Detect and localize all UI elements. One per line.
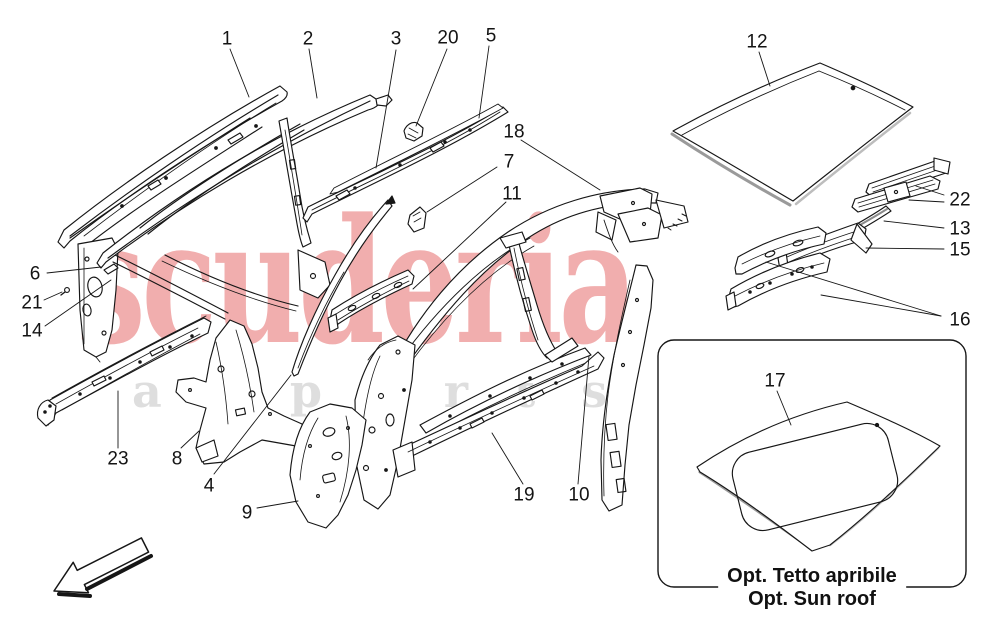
leader-line-19	[491, 432, 524, 485]
part-label-18[interactable]: 18	[503, 122, 524, 143]
part-label-23[interactable]: 23	[107, 449, 128, 470]
leader-line-10	[577, 355, 590, 485]
part-label-16[interactable]: 16	[949, 310, 970, 331]
part-7-bracket	[407, 206, 427, 233]
leader-line-15	[865, 247, 945, 250]
part-19-outer-sill	[392, 351, 605, 478]
leader-line-16	[765, 261, 942, 317]
part-1-body-side-frame-outer	[57, 85, 288, 363]
part-23-inner-sill	[36, 315, 212, 427]
leader-line-14	[44, 279, 112, 327]
watermark-sub-left: a	[132, 364, 162, 418]
part-22-roof-bows	[851, 157, 951, 213]
part-9-quarter-panel	[289, 403, 367, 529]
part-2-body-side-frame-inner	[96, 94, 393, 312]
leader-line-22	[915, 185, 945, 196]
part-label-5[interactable]: 5	[486, 26, 497, 47]
part-label-21[interactable]: 21	[21, 293, 42, 314]
sunroof-caption-line1: Opt. Tetto apribile	[718, 565, 906, 588]
part-label-7[interactable]: 7	[504, 152, 515, 173]
leader-line-3	[375, 49, 397, 169]
part-label-11[interactable]: 11	[502, 184, 522, 205]
part-16-cross-members	[725, 226, 831, 311]
part-label-1[interactable]: 1	[222, 29, 233, 50]
part-6-clip	[103, 263, 119, 275]
part-label-3[interactable]: 3	[391, 29, 402, 50]
part-5-windscreen-side-rail	[329, 103, 504, 195]
leader-line-1	[229, 48, 250, 98]
part-18-body-side-frame-middle	[354, 187, 689, 510]
leader-line-5	[478, 45, 490, 119]
part-label-20[interactable]: 20	[437, 28, 458, 49]
leader-line-21	[43, 291, 63, 301]
leader-line-8	[180, 430, 200, 449]
part-label-17[interactable]: 17	[764, 371, 785, 392]
part-label-19[interactable]: 19	[513, 485, 534, 506]
sunroof-caption-line2: Opt. Sun roof	[748, 588, 876, 610]
part-label-14[interactable]: 14	[21, 321, 43, 342]
part-17-sunroof-panel	[696, 401, 941, 552]
sunroof-caption: Opt. Tetto apribile Opt. Sun roof	[718, 565, 906, 611]
part-label-6[interactable]: 6	[30, 264, 41, 285]
part-10-rear-pillar	[600, 264, 654, 512]
leader-line-6	[46, 266, 102, 274]
leader-line-20	[415, 48, 448, 127]
leader-line-4	[213, 374, 292, 475]
part-20-clip	[403, 121, 424, 142]
part-12-roof-panel	[670, 62, 914, 207]
leader-line-22	[908, 199, 945, 203]
leader-line-12	[758, 51, 771, 87]
direction-arrow[interactable]	[53, 537, 153, 598]
part-4-a-pillar-trim	[291, 195, 396, 377]
part-21-screw	[60, 287, 70, 296]
part-label-12[interactable]: 12	[746, 32, 767, 53]
part-label-10[interactable]: 10	[568, 485, 589, 506]
part-label-2[interactable]: 2	[303, 29, 314, 50]
leader-line-17	[776, 390, 792, 426]
leader-line-9	[256, 500, 299, 509]
part-8-wheelhouse-panel	[175, 319, 307, 465]
part-label-8[interactable]: 8	[172, 449, 183, 470]
leader-line-18	[520, 139, 601, 191]
part-11-reinforcement-rail	[327, 269, 415, 333]
part-label-22[interactable]: 22	[949, 190, 970, 211]
part-label-13[interactable]: 13	[949, 219, 970, 240]
leader-line-11	[412, 201, 507, 290]
part-label-15[interactable]: 15	[949, 240, 970, 261]
part-label-4[interactable]: 4	[204, 476, 215, 497]
part-label-9[interactable]: 9	[242, 503, 253, 524]
leader-line-2	[308, 48, 318, 99]
leader-line-16	[820, 294, 942, 317]
leader-line-13	[883, 220, 945, 229]
leader-line-7	[426, 166, 498, 213]
